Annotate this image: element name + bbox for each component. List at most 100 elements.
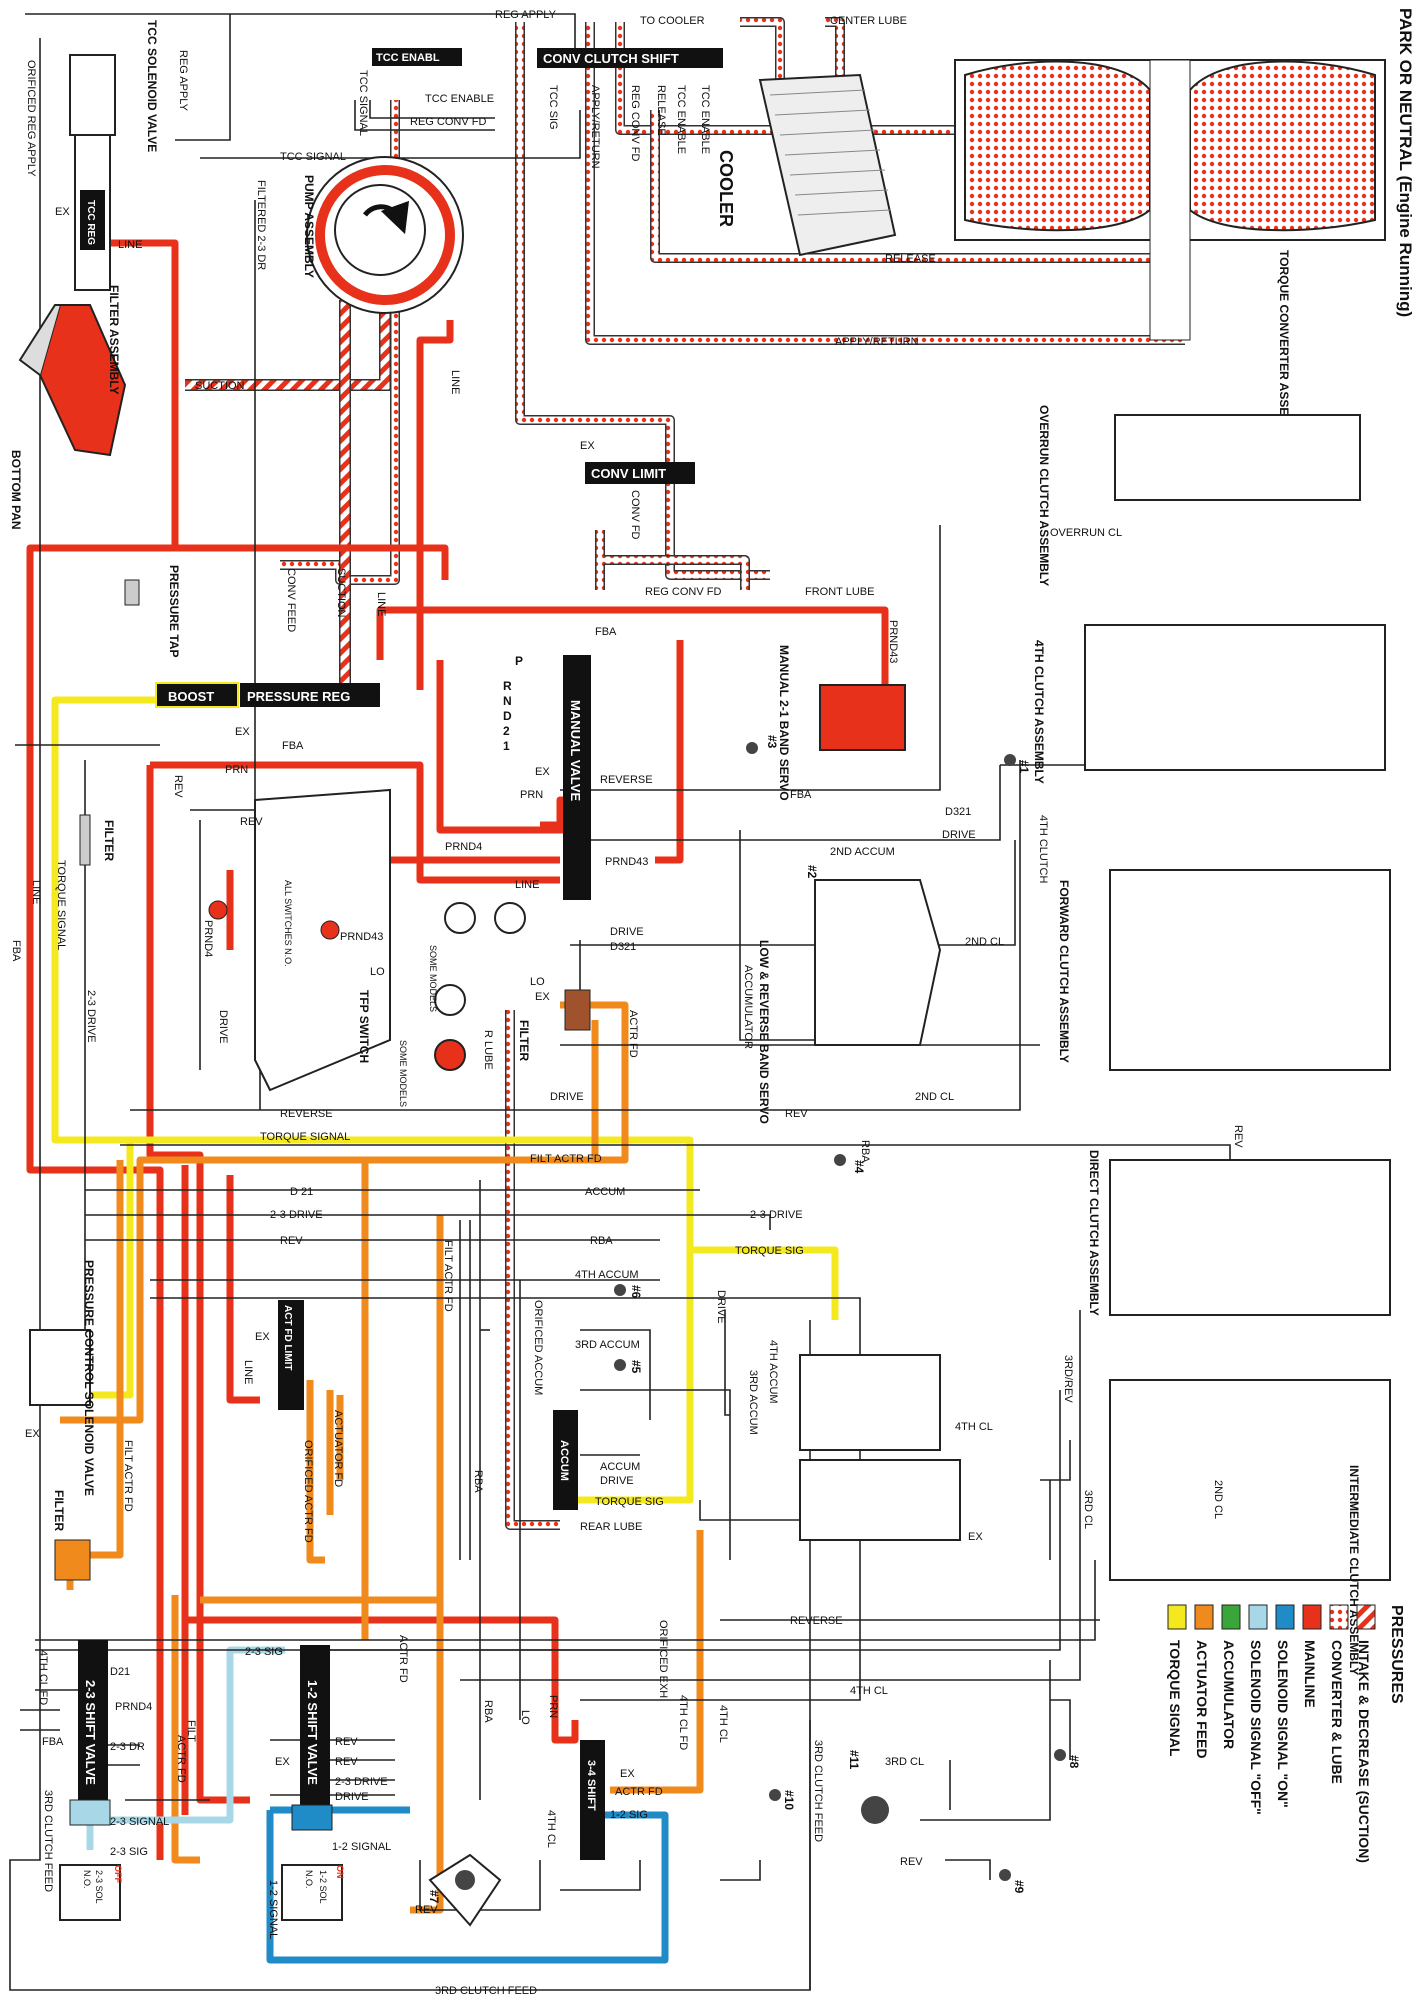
sol-23-no: N.O. bbox=[82, 1870, 92, 1889]
shift-12-valve: 1-2 SHIFT VALVE bbox=[305, 1680, 320, 1785]
sol-23-label: 2-3 SOL bbox=[94, 1870, 104, 1904]
ball-4-label: #4 bbox=[852, 1160, 866, 1174]
lbl-reverse-2: REVERSE bbox=[280, 1108, 333, 1120]
lbl-drive-4: DRIVE bbox=[600, 1475, 634, 1487]
lbl-ex-7: EX bbox=[275, 1756, 290, 1768]
lbl-4th-cl: 4TH CL bbox=[955, 1421, 993, 1433]
lbl-fba-2: FBA bbox=[282, 740, 304, 752]
lbl-3rd-clutch-feed-v: 3RD CLUTCH FEED bbox=[42, 1790, 54, 1892]
some-models-switch-4 bbox=[434, 1039, 466, 1071]
legend-swatch-1 bbox=[1329, 1604, 1349, 1630]
lbl-accum-2: ACCUM bbox=[600, 1461, 640, 1473]
sol-12-label: 1-2 SOL bbox=[318, 1870, 328, 1904]
lbl-rba-v2: RBA bbox=[472, 1470, 484, 1493]
lbl-orificed-accum: ORIFICED ACCUM bbox=[532, 1300, 544, 1395]
ball-2-label: #2 bbox=[805, 865, 819, 879]
lbl-2nd-accum: 2ND ACCUM bbox=[830, 846, 895, 858]
gear-1: 1 bbox=[503, 739, 510, 753]
tcc-solenoid-label: TCC SOLENOID VALVE bbox=[145, 20, 159, 152]
conv-clutch-shift-valve: CONV CLUTCH SHIFT bbox=[543, 51, 679, 66]
torque-converter bbox=[954, 59, 1386, 341]
legend: PRESSURES INTAKE & DECREASE (SUCTION)CON… bbox=[1167, 1604, 1405, 1863]
lbl-line-1: LINE bbox=[118, 239, 142, 251]
legend-label-7: TORQUE SIGNAL bbox=[1167, 1640, 1183, 1757]
ball-5 bbox=[614, 1359, 626, 1371]
lbl-actr-fd: ACTR FD bbox=[627, 1010, 639, 1058]
lbl-actr-fd-v2: ACTR FD bbox=[175, 1735, 187, 1783]
lbl-prn: PRN bbox=[225, 764, 248, 776]
gear-r: R bbox=[503, 679, 512, 693]
lbl-2nd-cl-v: 2ND CL bbox=[1212, 1480, 1224, 1519]
gear-d: D bbox=[503, 709, 512, 723]
lbl-rev-2: REV bbox=[785, 1108, 808, 1120]
lbl-d21-2: D21 bbox=[110, 1666, 130, 1678]
legend-label-1: CONVERTER & LUBE bbox=[1329, 1640, 1345, 1784]
switch-prnd4 bbox=[208, 900, 228, 920]
gear-n: N bbox=[503, 694, 512, 708]
tcc-reg-valve: TCC REG bbox=[85, 200, 96, 245]
filter-pan bbox=[18, 304, 127, 457]
lbl-4th-cl-fd-v: 4TH CL FD bbox=[677, 1695, 689, 1750]
lbl-filt-actr-fd-v: FILT ACTR FD bbox=[442, 1240, 454, 1312]
pressure-tap-drawing bbox=[124, 579, 140, 606]
lbl-ex-9: EX bbox=[968, 1531, 983, 1543]
pump-assembly-label: PUMP ASSEMBLY bbox=[302, 175, 316, 278]
lbl-center-lube: CENTER LUBE bbox=[830, 15, 907, 27]
lbl-filtered-23-dr: FILTERED 2-3 DR bbox=[255, 180, 267, 270]
valve-bodies: TCC REG TCC ENABL CONV CLUTCH SHIFT CONV… bbox=[59, 48, 723, 1921]
accum-valve: ACCUM bbox=[558, 1440, 570, 1481]
lbl-reg-conv-fd: REG CONV FD bbox=[410, 116, 486, 128]
lbl-lo: LO bbox=[370, 966, 385, 978]
lbl-filt-actr-fd-v2: FILT ACTR FD bbox=[122, 1440, 134, 1512]
gear-2: 2 bbox=[503, 724, 510, 738]
ball-8 bbox=[1054, 1749, 1066, 1761]
lbl-3rd-accum: 3RD ACCUM bbox=[575, 1339, 640, 1351]
lbl-line-2: LINE bbox=[449, 370, 461, 394]
lbl-reg-conv-fd-v: REG CONV FD bbox=[629, 85, 641, 161]
lbl-ex-4: EX bbox=[535, 991, 550, 1003]
act-fd-limit-valve: ACT FD LIMIT bbox=[282, 1305, 293, 1371]
ball-11 bbox=[861, 1796, 889, 1824]
lbl-filt-actr-fd: FILT ACTR FD bbox=[530, 1153, 602, 1165]
tfp-switch-body bbox=[254, 788, 391, 1092]
lbl-drive-v: DRIVE bbox=[217, 1010, 229, 1044]
lbl-rev-3: REV bbox=[280, 1235, 303, 1247]
lbl-fba-1: FBA bbox=[595, 626, 617, 638]
lbl-3rd-clutch-feed: 3RD CLUTCH FEED bbox=[435, 1985, 537, 1997]
legend-swatch-0 bbox=[1356, 1604, 1376, 1630]
lbl-rev-5: REV bbox=[335, 1756, 358, 1768]
lbl-torque-signal-v: TORQUE SIGNAL bbox=[55, 860, 67, 950]
lbl-prn-2: PRN bbox=[520, 789, 543, 801]
tcc-enable-valve: TCC ENABL bbox=[376, 52, 440, 64]
actuator-feed-circuits bbox=[60, 1001, 704, 1914]
fourth-clutch-label: 4TH CLUTCH ASSEMBLY bbox=[1032, 640, 1046, 784]
ball-3 bbox=[746, 742, 758, 754]
lbl-to-cooler: TO COOLER bbox=[640, 15, 705, 27]
lbl-apply-return-v: APPLY/RETURN bbox=[589, 85, 601, 169]
pressure-tap-label: PRESSURE TAP bbox=[167, 565, 181, 657]
lbl-conv-feed: CONV FEED bbox=[285, 568, 297, 632]
legend-items: INTAKE & DECREASE (SUCTION)CONVERTER & L… bbox=[1167, 1604, 1376, 1863]
some-models-switch-1 bbox=[444, 902, 476, 934]
forward-clutch-label: FORWARD CLUTCH ASSEMBLY bbox=[1057, 880, 1071, 1063]
lbl-3rd-cl: 3RD CL bbox=[885, 1756, 924, 1768]
lbl-d321-2: D321 bbox=[610, 941, 636, 953]
pcs-label: PRESSURE CONTROL SOLENOID VALVE bbox=[82, 1260, 96, 1496]
fourth-clutch-drawing bbox=[1084, 624, 1386, 771]
lbl-3rd-clutch-feed-v2: 3RD CLUTCH FEED bbox=[812, 1740, 824, 1842]
lbl-ex-1: EX bbox=[55, 206, 70, 218]
lbl-rba-v: RBA bbox=[859, 1140, 871, 1163]
lbl-front-lube: FRONT LUBE bbox=[805, 586, 874, 598]
lbl-accumulator: ACCUMULATOR bbox=[742, 965, 754, 1049]
lbl-tcc-signal: TCC SIGNAL bbox=[280, 151, 346, 163]
torque-converter-label: TORQUE CONVERTER ASSEMBLY bbox=[1277, 250, 1291, 448]
lbl-drive-2: DRIVE bbox=[610, 926, 644, 938]
manual-valve: MANUAL VALVE bbox=[568, 700, 583, 801]
lbl-suction: SUCTION bbox=[195, 380, 245, 392]
lbl-prnd4-v: PRND4 bbox=[202, 920, 214, 957]
legend-swatch-4 bbox=[1248, 1604, 1268, 1630]
lbl-ex-10: EX bbox=[580, 440, 595, 452]
lbl-fba-v: FBA bbox=[10, 940, 22, 962]
lbl-4th-accum: 4TH ACCUM bbox=[575, 1269, 639, 1281]
